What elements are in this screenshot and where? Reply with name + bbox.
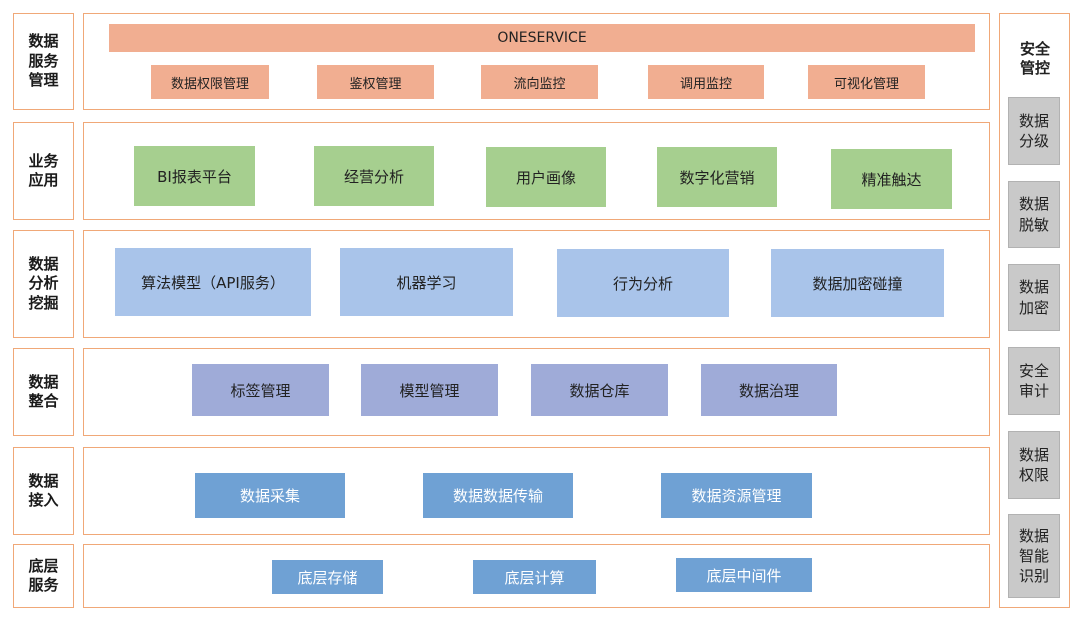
- label-base: 底层 服务: [13, 544, 74, 608]
- security-item-encryption: 数据 加密: [1008, 264, 1060, 331]
- security-item-masking: 数据 脱敏: [1008, 181, 1060, 248]
- access-item-resource: 数据资源管理: [661, 473, 812, 518]
- service-item-auth: 鉴权管理: [317, 65, 434, 99]
- label-integration: 数据 整合: [13, 348, 74, 436]
- business-item-user-profile: 用户画像: [486, 147, 606, 207]
- security-title: 安全 管控: [1019, 39, 1050, 78]
- business-item-operation: 经营分析: [314, 146, 434, 206]
- base-item-middleware: 底层中间件: [676, 558, 812, 592]
- analysis-item-machine-learning: 机器学习: [340, 248, 513, 316]
- label-business: 业务 应用: [13, 122, 74, 220]
- analysis-item-behavior: 行为分析: [557, 249, 729, 317]
- integration-item-governance: 数据治理: [701, 364, 837, 416]
- service-item-call-monitor: 调用监控: [648, 65, 764, 99]
- label-analysis: 数据 分析 挖掘: [13, 230, 74, 338]
- business-item-bi: BI报表平台: [134, 146, 255, 206]
- security-item-permission: 数据 权限: [1008, 431, 1060, 499]
- service-item-visualization: 可视化管理: [808, 65, 925, 99]
- label-access: 数据 接入: [13, 447, 74, 535]
- access-item-transfer: 数据数据传输: [423, 473, 573, 518]
- analysis-item-algorithm: 算法模型（API服务）: [115, 248, 311, 316]
- security-item-smart-identify: 数据 智能 识别: [1008, 514, 1060, 598]
- business-item-digital-marketing: 数字化营销: [657, 147, 777, 207]
- base-item-storage: 底层存储: [272, 560, 383, 594]
- analysis-item-encryption-collision: 数据加密碰撞: [771, 249, 944, 317]
- service-item-flow-monitor: 流向监控: [481, 65, 598, 99]
- security-item-classification: 数据 分级: [1008, 97, 1060, 165]
- integration-item-tags: 标签管理: [192, 364, 329, 416]
- access-item-collection: 数据采集: [195, 473, 345, 518]
- integration-item-warehouse: 数据仓库: [531, 364, 668, 416]
- oneservice-banner: ONESERVICE: [109, 24, 975, 52]
- business-item-precise-reach: 精准触达: [831, 149, 952, 209]
- base-item-compute: 底层计算: [473, 560, 596, 594]
- security-item-audit: 安全 审计: [1008, 347, 1060, 415]
- service-item-permission: 数据权限管理: [151, 65, 269, 99]
- label-service: 数据 服务 管理: [13, 13, 74, 110]
- integration-item-models: 模型管理: [361, 364, 498, 416]
